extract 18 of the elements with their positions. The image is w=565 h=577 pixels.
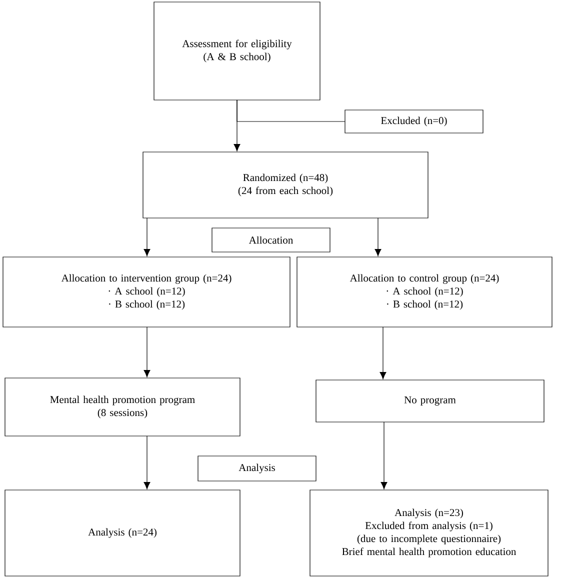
stage-label-box: Analysis bbox=[198, 456, 316, 482]
process-box: Analysis (n=23) Excluded from analysis (n=1) (due to incomplete questionnaire) Brief mental health promotion education bbox=[310, 490, 548, 576]
process-box: Assessment for eligibility (A & B school) bbox=[154, 2, 320, 100]
stage-label-box: Allocation bbox=[212, 228, 330, 252]
arrow bbox=[144, 436, 150, 490]
arrow bbox=[144, 218, 150, 256]
arrow bbox=[380, 326, 386, 380]
process-box: Excluded (n=0) bbox=[344, 110, 484, 134]
process-box: Analysis (n=24) bbox=[4, 490, 240, 576]
process-box: Allocation to control group (n=24) · A school (n=12) · B school (n=12) bbox=[296, 256, 552, 328]
process-box: Allocation to intervention group (n=24) · A school (n=12) · B school (n=12) bbox=[2, 256, 290, 328]
process-box: Mental health promotion program (8 sessions) bbox=[4, 378, 240, 436]
process-box: Randomized (n=48) (24 from each school) bbox=[142, 152, 428, 218]
process-box: No program bbox=[316, 380, 544, 422]
connector-line bbox=[236, 100, 346, 122]
arrow bbox=[144, 326, 150, 378]
arrow bbox=[374, 218, 382, 256]
arrow bbox=[380, 422, 388, 490]
